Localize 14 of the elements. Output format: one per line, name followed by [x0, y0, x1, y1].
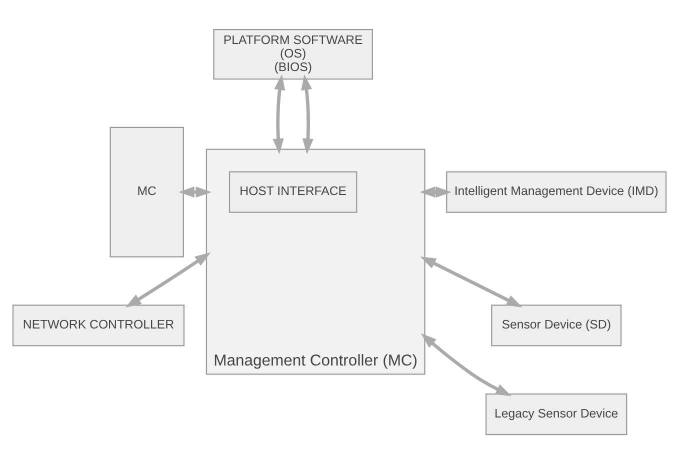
node-box: MC — [110, 126, 184, 257]
node-box: Intelligent Management Device (IMD) — [446, 170, 667, 212]
arrow — [178, 186, 212, 198]
node-box: Legacy Sensor Device — [485, 392, 628, 435]
node-box: Sensor Device (SD) — [491, 304, 622, 346]
arrow — [125, 252, 211, 308]
arrow — [420, 332, 512, 396]
arrow — [272, 74, 286, 154]
arrow — [420, 186, 452, 198]
arrow — [301, 74, 314, 154]
node-box: PLATFORM SOFTWARE (OS) (BIOS) — [213, 28, 373, 80]
node-box: HOST INTERFACE — [228, 170, 358, 212]
arrow — [420, 256, 522, 307]
node-box: NETWORK CONTROLLER — [12, 304, 185, 346]
